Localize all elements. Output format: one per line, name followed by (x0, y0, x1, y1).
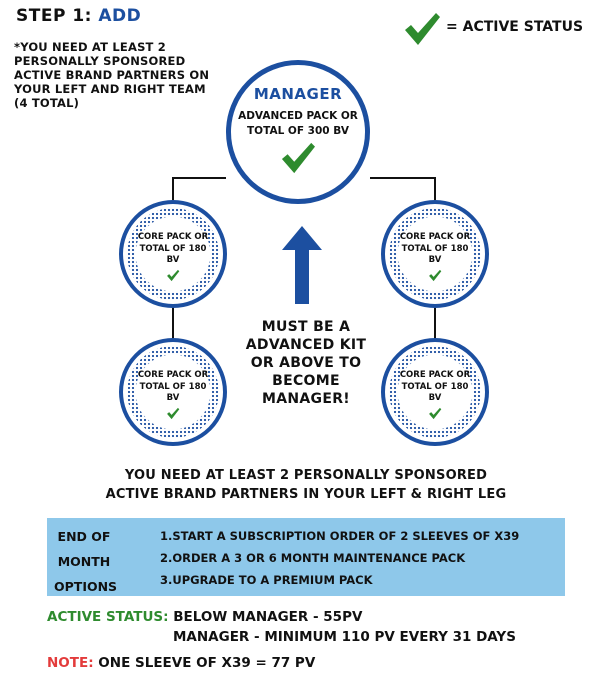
checkmark-icon (405, 13, 440, 45)
manager-node: MANAGER ADVANCED PACK OR TOTAL OF 300 BV (226, 60, 370, 204)
option-item: 3.UPGRADE TO A PREMIUM PACK (160, 573, 373, 587)
partner-checkmark-icon (167, 269, 180, 282)
partner-node-right-bottom: CORE PACK OR TOTAL OF 180 BV (381, 338, 489, 446)
options-label-line: MONTH (57, 554, 111, 569)
legend-text: = ACTIVE STATUS (446, 19, 584, 35)
requirement-note: *YOU NEED AT LEAST 2 PERSONALLY SPONSORE… (14, 40, 210, 110)
up-arrow-icon (282, 226, 322, 304)
requirement-line-1: YOU NEED AT LEAST 2 PERSONALLY SPONSORED (124, 468, 488, 483)
partner-label: CORE PACK OR TOTAL OF 180 BV (399, 232, 471, 265)
partner-label: CORE PACK OR TOTAL OF 180 BV (137, 232, 209, 265)
partner-label: CORE PACK OR TOTAL OF 180 BV (399, 370, 471, 403)
options-label: END OF MONTH OPTIONS (54, 524, 118, 599)
manager-subtitle: ADVANCED PACK OR TOTAL OF 300 BV (238, 110, 358, 137)
partner-node-left-bottom: CORE PACK OR TOTAL OF 180 BV (119, 338, 227, 446)
active-status-label: ACTIVE STATUS: (47, 609, 169, 625)
options-label-line: END OF (57, 529, 111, 544)
partner-node-left-top: CORE PACK OR TOTAL OF 180 BV (119, 200, 227, 308)
legend: = ACTIVE STATUS (402, 10, 602, 50)
partner-checkmark-icon (429, 407, 442, 420)
requirement-banner: YOU NEED AT LEAST 2 PERSONALLY SPONSORED… (40, 466, 572, 504)
requirement-line-2: ACTIVE BRAND PARTNERS IN YOUR LEFT & RIG… (105, 487, 507, 502)
active-status-below-manager: BELOW MANAGER - 55PV (168, 609, 363, 625)
options-panel (47, 518, 565, 596)
active-status-manager: MANAGER - MINIMUM 110 PV EVERY 31 DAYS (173, 629, 516, 645)
options-label-line: OPTIONS (54, 579, 118, 594)
partner-node-right-top: CORE PACK OR TOTAL OF 180 BV (381, 200, 489, 308)
tree-connectors (172, 177, 436, 340)
option-item: 2.ORDER A 3 OR 6 MONTH MAINTENANCE PACK (160, 551, 466, 565)
active-status-line-1: ACTIVE STATUS: BELOW MANAGER - 55PV (47, 609, 362, 625)
note-label: NOTE: (47, 655, 94, 671)
step-prefix: STEP 1: (16, 6, 99, 26)
partner-label: CORE PACK OR TOTAL OF 180 BV (137, 370, 209, 403)
option-item: 1.START A SUBSCRIPTION ORDER OF 2 SLEEVE… (160, 529, 520, 543)
step-action: ADD (98, 6, 142, 26)
partner-checkmark-icon (429, 269, 442, 282)
partner-checkmark-icon (167, 407, 180, 420)
manager-checkmark-icon (281, 142, 315, 174)
manager-title: MANAGER (253, 85, 343, 103)
arrow-note: MUST BE A ADVANCED KIT OR ABOVE TO BECOM… (245, 319, 367, 407)
note-line: NOTE: ONE SLEEVE OF X39 = 77 PV (47, 655, 315, 671)
note-text: ONE SLEEVE OF X39 = 77 PV (93, 655, 316, 671)
step-title: STEP 1: ADD (16, 6, 141, 26)
